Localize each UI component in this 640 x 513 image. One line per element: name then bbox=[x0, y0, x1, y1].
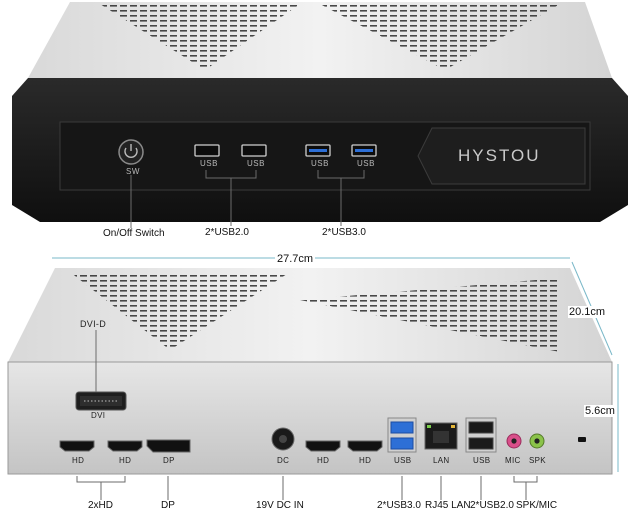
callout-dc: 19V DC IN bbox=[256, 500, 304, 511]
dimension-height: 5.6cm bbox=[584, 405, 616, 417]
callout-dp: DP bbox=[161, 500, 175, 511]
hd-tag-2: HD bbox=[119, 456, 132, 465]
power-button bbox=[118, 139, 144, 165]
hd-tag-3: HD bbox=[317, 456, 330, 465]
switch-tag: SW bbox=[126, 167, 140, 176]
hd-port-3 bbox=[305, 440, 341, 452]
front-usb3-tag-2: USB bbox=[357, 159, 375, 168]
power-icon bbox=[124, 147, 138, 158]
dc-tag: DC bbox=[277, 456, 290, 465]
hd-port-4 bbox=[347, 440, 383, 452]
hd-port-1 bbox=[59, 440, 95, 452]
usb3-tag: USB bbox=[394, 456, 412, 465]
callout-hd: 2xHD bbox=[88, 500, 114, 511]
callout-on-off-switch: On/Off Switch bbox=[103, 228, 165, 239]
usb2-tag: USB bbox=[473, 456, 491, 465]
callout-front-usb3: 2*USB3.0 bbox=[322, 227, 366, 238]
front-usb2-tag-2: USB bbox=[247, 159, 265, 168]
front-vent-left bbox=[100, 4, 300, 70]
front-usb3-tag-1: USB bbox=[311, 159, 329, 168]
rear-vent-right bbox=[300, 278, 560, 352]
front-vent-right bbox=[320, 4, 560, 70]
dimension-length: 27.7cm bbox=[275, 253, 316, 265]
front-usb2-tag-1: USB bbox=[200, 159, 218, 168]
callout-front-usb2: 2*USB2.0 bbox=[205, 227, 249, 238]
callout-rear-usb3: 2*USB3.0 bbox=[377, 500, 421, 511]
hd-tag-4: HD bbox=[359, 456, 372, 465]
dvi-d-tag: DVI-D bbox=[80, 319, 106, 329]
dp-port bbox=[146, 439, 191, 453]
callout-audio: SPK/MIC bbox=[516, 500, 558, 511]
rear-panel bbox=[7, 361, 613, 475]
front-usb2-port-1 bbox=[194, 144, 220, 157]
hd-tag-1: HD bbox=[72, 456, 85, 465]
callout-lan: RJ45 LAN bbox=[425, 500, 471, 511]
front-view bbox=[12, 2, 628, 228]
callout-rear-usb2: 2*USB2.0 bbox=[470, 500, 514, 511]
brand-plate bbox=[417, 127, 586, 185]
rear-vent-left bbox=[70, 272, 290, 350]
front-usb2-port-2 bbox=[241, 144, 267, 157]
spk-tag: SPK bbox=[529, 456, 546, 465]
dvi-tag: DVI bbox=[91, 411, 106, 420]
brand-logo: HYSTOU bbox=[458, 146, 541, 165]
lan-tag: LAN bbox=[433, 456, 450, 465]
hd-port-2 bbox=[107, 440, 143, 452]
rear-view bbox=[7, 257, 619, 500]
lock-slot bbox=[578, 437, 586, 442]
mic-tag: MIC bbox=[505, 456, 521, 465]
dp-tag: DP bbox=[163, 456, 175, 465]
dimension-depth: 20.1cm bbox=[568, 306, 607, 318]
